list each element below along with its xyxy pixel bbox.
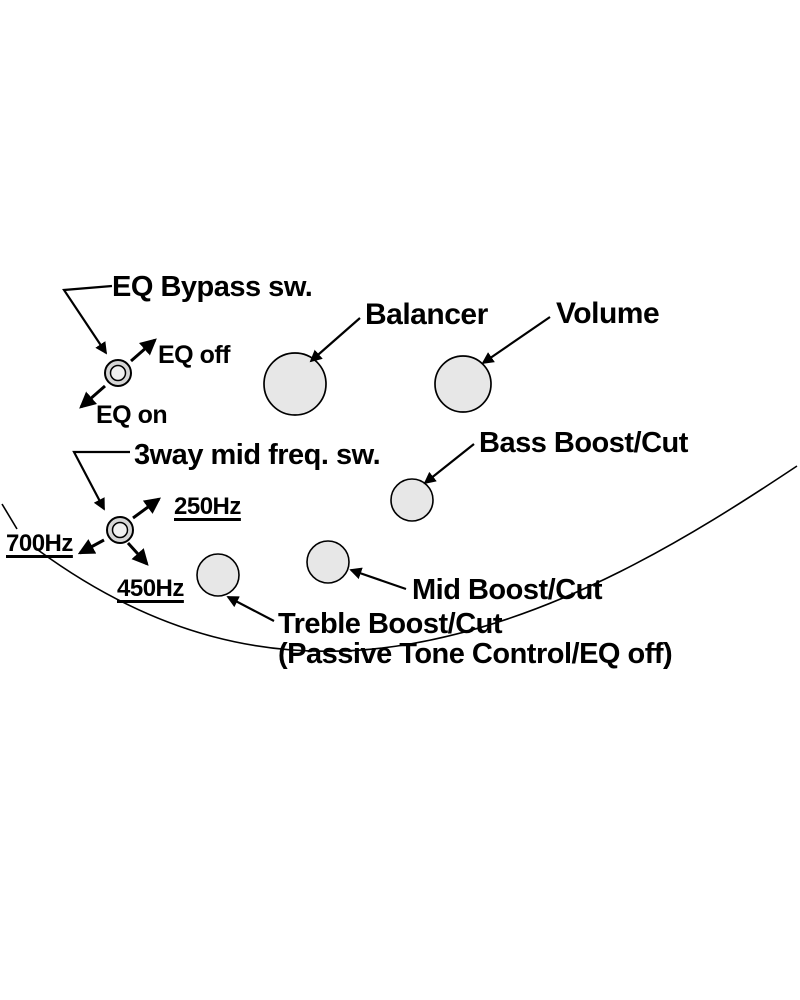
eq-bypass-switch-tip xyxy=(109,364,127,382)
treble-leader-arrow xyxy=(226,596,275,622)
eq-on-label: EQ on xyxy=(96,401,168,429)
mid-leader-arrow xyxy=(349,567,407,591)
freq-250-label: 250Hz xyxy=(174,493,241,520)
freq-450-direction-arrow xyxy=(126,541,149,566)
freq-700-label: 700Hz xyxy=(6,530,73,557)
freq-450-label: 450Hz xyxy=(117,575,184,602)
mid-freq-switch-tip xyxy=(111,521,129,539)
bass-boost-cut-label: Bass Boost/Cut xyxy=(479,427,688,459)
balancer-leader-arrow xyxy=(309,317,361,363)
eq-off-label: EQ off xyxy=(158,341,231,369)
volume-leader-arrow xyxy=(481,316,551,365)
freq-250-direction-arrow xyxy=(132,497,161,520)
eq-bypass-label: EQ Bypass sw. xyxy=(112,271,313,303)
treble-boost-cut-label: Treble Boost/Cut xyxy=(278,608,503,640)
guitar-body-outline-tick xyxy=(1,503,18,530)
mid-boost-cut-label: Mid Boost/Cut xyxy=(412,574,603,606)
treble-knob xyxy=(196,553,240,597)
eq-on-direction-arrow xyxy=(79,384,106,409)
eq-off-direction-arrow xyxy=(130,338,157,363)
volume-label: Volume xyxy=(556,297,660,330)
volume-knob xyxy=(434,355,492,413)
mid-freq-label: 3way mid freq. sw. xyxy=(134,439,381,471)
mid-knob xyxy=(306,540,350,584)
balancer-knob xyxy=(263,352,327,416)
eq-bypass-switch xyxy=(79,338,157,409)
balancer-label: Balancer xyxy=(365,298,488,331)
freq-700-direction-arrow xyxy=(77,538,105,555)
bass-knob xyxy=(390,478,434,522)
guitar-body-outline xyxy=(37,465,798,653)
eq-bypass-leader-arrow xyxy=(62,284,113,355)
mid-freq-leader-arrow xyxy=(72,450,130,511)
treble-boost-cut-sub-label: (Passive Tone Control/EQ off) xyxy=(278,638,673,670)
bass-leader-arrow xyxy=(423,443,475,485)
mid-freq-switch xyxy=(77,497,161,566)
